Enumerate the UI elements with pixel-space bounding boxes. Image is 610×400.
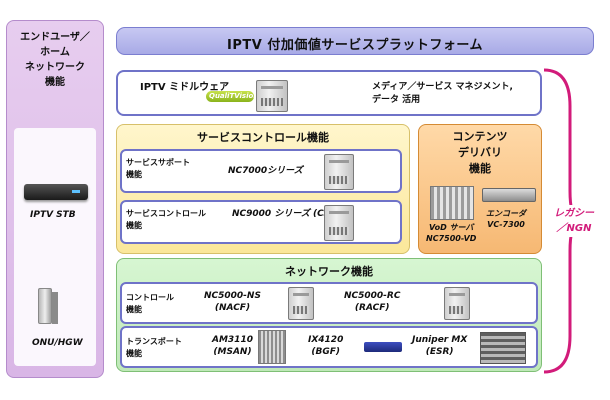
service-support-label: サービスサポート 機能 — [126, 158, 190, 179]
end-user-device-area — [14, 128, 96, 366]
nc5000-ns-label: NC5000-NS (NACF) — [204, 291, 261, 313]
vod-server-label: VoD サーバ NC7500-VD — [426, 223, 477, 243]
vod-server-image — [430, 186, 474, 220]
end-user-home-network-title: エンドユーザ／ ホーム ネットワーク 機能 — [20, 32, 90, 88]
network-title: ネットワーク機能 — [285, 265, 373, 278]
nc9000-server-image — [324, 205, 354, 241]
nc7000-product-label: NC7000シリーズ — [228, 166, 303, 176]
stb-indicator — [72, 190, 80, 193]
encoder-image — [482, 188, 536, 202]
network-transport-box — [120, 326, 538, 368]
ix4120-device-image — [364, 342, 402, 352]
nc5000-rc-server-image — [444, 287, 470, 320]
iptv-stb-label: IPTV STB — [30, 210, 76, 220]
platform-title-bar — [116, 27, 594, 55]
service-control-sub-label: サービスコントロール 機能 — [126, 209, 206, 230]
am3110-label: AM3110 (MSAN) — [212, 335, 253, 357]
middleware-box — [116, 70, 542, 116]
juniper-mx-label: Juniper MX (ESR) — [412, 335, 468, 357]
onu-hgw-device-image — [38, 288, 52, 324]
nc5000-ns-server-image — [288, 287, 314, 320]
network-control-box — [120, 282, 538, 324]
service-control-sub-box — [120, 200, 402, 244]
iptv-stb-device-image — [24, 184, 88, 200]
legacy-ngn-label: レガシー ／NGN — [552, 205, 596, 237]
onu-hgw-device-image-side — [52, 292, 58, 324]
network-transport-label: トランスポート 機能 — [126, 337, 182, 358]
nc5000-rc-label: NC5000-RC (RACF) — [344, 291, 401, 313]
middleware-server-image — [256, 80, 288, 112]
contents-delivery-title: コンテンツ デリバリ 機能 — [452, 130, 508, 175]
onu-hgw-label: ONU/HGW — [32, 338, 83, 348]
am3110-device-image — [258, 330, 286, 364]
middleware-logo — [206, 91, 254, 102]
network-control-label: コントロール 機能 — [126, 293, 174, 314]
ix4120-label: IX4120 (BGF) — [308, 335, 344, 357]
service-control-title: サービスコントロール機能 — [197, 131, 329, 144]
juniper-mx-device-image — [480, 332, 526, 364]
nc7000-server-image — [324, 154, 354, 190]
middleware-logo-text: QualiTVision — [209, 92, 259, 100]
middleware-description: メディア／サービス マネジメント, データ 活用 — [372, 82, 513, 105]
platform-title: IPTV 付加価値サービスプラットフォーム — [227, 38, 483, 53]
encoder-label: エンコーダ VC-7300 — [486, 209, 526, 229]
nc9000-product-label: NC9000 シリーズ (CSCFs) — [232, 209, 353, 219]
middleware-label: IPTV ミドルウェア — [140, 82, 230, 93]
service-support-box — [120, 149, 402, 193]
